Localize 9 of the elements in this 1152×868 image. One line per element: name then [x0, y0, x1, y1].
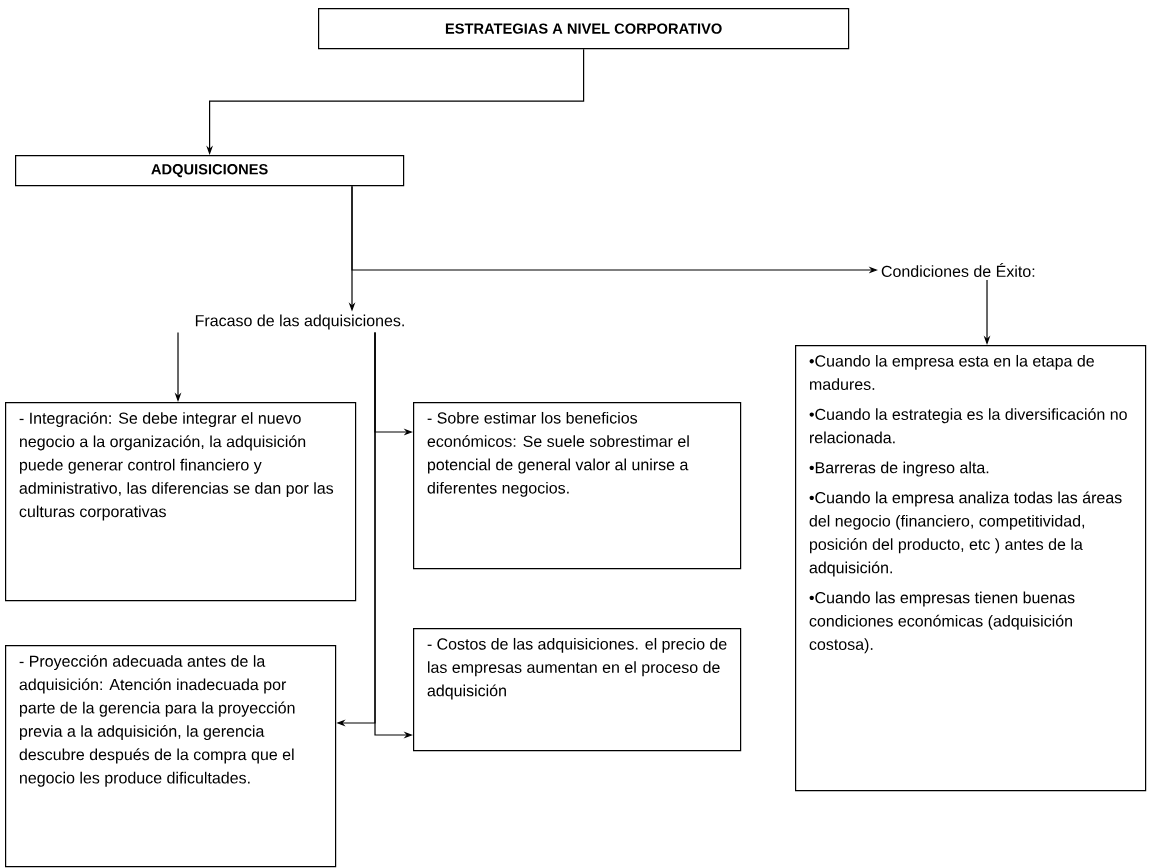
heading-box: ADQUISICIONES [15, 155, 405, 187]
text-box: •Cuando la empresa esta en la etapa de madures. •Cuando la estrategia es la diversificación no relacionada. •Barreras de ingreso alta. •Cuando la empresa analiza todas las áreas del negocio (financiero, competitividad, posición del producto, etc ) antes de la adquisición. •Cuando las empresas tienen buenas condiciones económicas (adquisición costosa). [795, 345, 1147, 792]
node-text: Fracaso de las adquisiciones. [195, 314, 404, 330]
node-text: Condiciones de Éxito: [881, 263, 1035, 277]
text-box: - Sobre estimar los beneficios económicos: Se suele sobrestimar el potencial de general valor al unirse a diferentes negocios. [413, 402, 742, 570]
heading-box: ESTRATEGIAS A NIVEL CORPORATIVO [318, 8, 850, 50]
text-box: - Costos de las adquisiciones. el precio de las empresas aumentan en el proceso de adquisición [413, 628, 742, 752]
text-box: - Proyección adecuada antes de la adquisición: Atención inadecuada por parte de la gerencia para la proyección previa a la adquisición, la gerencia descubre después de la compra que el negocio les produce dificultades. [5, 645, 337, 868]
text-box: - Integración: Se debe integrar el nuevo negocio a la organización, la adquisición puede generar control financiero y administrativo, las diferencias se dan por las culturas corporativas [5, 402, 357, 602]
